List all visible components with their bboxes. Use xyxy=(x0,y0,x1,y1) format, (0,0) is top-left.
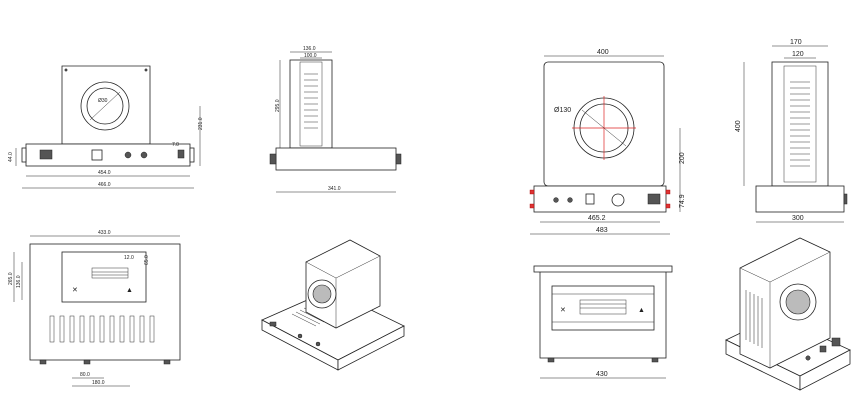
set2-side-top-outer: 170 xyxy=(790,39,802,46)
set1-front-left-height: 44.0 xyxy=(8,152,14,162)
set1-front-small: 7.0 xyxy=(172,142,179,148)
power-socket-icon xyxy=(39,149,53,160)
set2-front-diameter: Ø130 xyxy=(554,107,571,114)
set1-side-base xyxy=(275,147,397,171)
knob-icon xyxy=(140,151,148,159)
set1-side-view: 136.0 100.0 295.0 341.0 xyxy=(269,46,402,193)
set1-side-height: 295.0 xyxy=(275,99,281,112)
set1-side-depth: 341.0 xyxy=(328,186,341,192)
set2-side-top-inner: 120 xyxy=(792,51,804,58)
set1-front-inner-width: 454.0 xyxy=(98,170,111,176)
set1-side-top-inner: 100.0 xyxy=(304,53,317,59)
knob-icon xyxy=(124,151,132,159)
switch-icon xyxy=(585,193,595,205)
set2-isometric-view xyxy=(725,237,851,391)
fan-icon xyxy=(611,193,625,207)
set1-front-height: 231.0 xyxy=(198,117,204,130)
set2-side-height: 400 xyxy=(735,120,742,132)
set1-top-vents xyxy=(49,315,155,343)
set2-side-view: 170 120 400 300 xyxy=(735,39,848,223)
set1-top-bottom-b: 180.0 xyxy=(92,380,105,386)
set2-side-vents xyxy=(790,81,810,167)
set2-front-center-height: 200 xyxy=(679,152,686,164)
set1-side-top-outer: 136.0 xyxy=(303,46,316,52)
set1-front-diameter: Ø30 xyxy=(98,98,108,104)
fan-icon: ✕ xyxy=(72,287,78,294)
set1-front-view: Ø30 454.0 466.0 231.0 7.0 44.0 xyxy=(8,65,204,189)
set1-top-depth-outer: 265.0 xyxy=(8,272,14,285)
set1-side-vents xyxy=(304,73,318,129)
switch-icon xyxy=(91,149,103,161)
power-socket-icon xyxy=(647,193,661,205)
set1-top-lamp xyxy=(61,251,147,303)
warning-icon: ▲ xyxy=(638,307,645,314)
set2-front-inner-width: 465.2 xyxy=(588,215,606,222)
set2-side-base xyxy=(755,185,845,213)
set2-side-depth: 300 xyxy=(792,215,804,222)
set2-iso-vents xyxy=(745,290,763,348)
set2-top-view: ✕ ▲ 430 xyxy=(533,265,673,379)
set1-top-small-b: 65.0 xyxy=(144,255,150,265)
set2-top-width: 430 xyxy=(596,371,608,378)
set1-top-view: ✕ ▲ 433.0 265.0 136.0 12.0 65.0 80.0 180… xyxy=(8,230,181,387)
set1-front-total-width: 466.0 xyxy=(98,182,111,188)
set2-front-base-height: 74.9 xyxy=(679,194,686,208)
set1-top-bottom-a: 80.0 xyxy=(80,372,90,378)
set1-top-depth-inner: 136.0 xyxy=(16,275,22,288)
set1-top-small-a: 12.0 xyxy=(124,255,134,261)
set1-top-width: 433.0 xyxy=(98,230,111,236)
set2-front-width-top: 400 xyxy=(597,49,609,56)
knob-icon xyxy=(567,197,573,203)
set1-isometric-view xyxy=(261,239,405,371)
warning-icon: ▲ xyxy=(126,287,133,294)
set2-front-view: Ø130 400 200 74.9 465.2 483 xyxy=(529,49,686,235)
set2-front-total-width: 483 xyxy=(596,227,608,234)
fan-icon: ✕ xyxy=(560,307,566,314)
knob-icon xyxy=(553,197,559,203)
